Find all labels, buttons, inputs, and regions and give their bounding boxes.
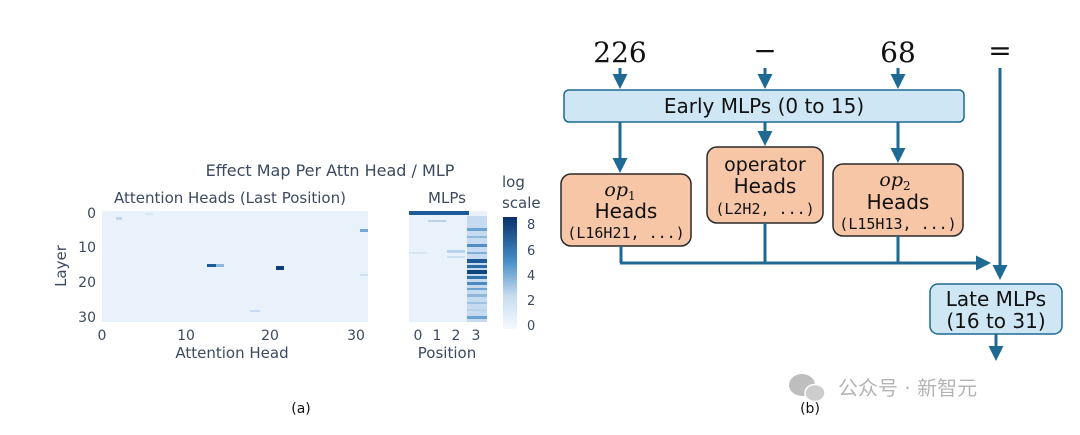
op2-heads-ids: (L15H13, ...) bbox=[839, 215, 956, 233]
heads-hotspot bbox=[360, 229, 368, 232]
heads-hotspot bbox=[276, 266, 284, 270]
colorbar-label-line2: scale bbox=[502, 194, 541, 212]
colorbar-tick: 8 bbox=[527, 218, 535, 233]
heads-hotspot bbox=[116, 217, 122, 220]
mlps-x-axis: 0 1 2 3 Position bbox=[414, 328, 481, 362]
x-tick: 0 bbox=[414, 328, 423, 344]
mlps-hotspot bbox=[467, 294, 487, 297]
mlps-hotspot bbox=[467, 288, 487, 290]
operator-heads-word: Heads bbox=[734, 174, 797, 198]
mlps-hotspot bbox=[467, 282, 487, 285]
x-tick: 1 bbox=[433, 328, 442, 344]
late-mlps-line2: (16 to 31) bbox=[946, 309, 1045, 333]
early-mlps-label: Early MLPs (0 to 15) bbox=[664, 94, 864, 118]
y-tick: 30 bbox=[78, 310, 96, 326]
op2-heads-word: Heads bbox=[867, 190, 930, 214]
colorbar-tick: 0 bbox=[527, 319, 535, 334]
heads-hotspot bbox=[216, 264, 224, 267]
mlps-hotspot bbox=[467, 244, 487, 247]
operator-word: operator bbox=[724, 154, 806, 176]
y-tick: 0 bbox=[87, 206, 96, 222]
y-tick: 10 bbox=[78, 240, 96, 256]
heads-hotspot bbox=[145, 213, 153, 215]
effect-map-title: Effect Map Per Attn Head / MLP bbox=[206, 161, 455, 180]
op1-heads-ids: (L16H21, ...) bbox=[567, 224, 684, 242]
x-tick: 0 bbox=[98, 328, 107, 344]
op2-sub: 2 bbox=[903, 179, 911, 193]
token-arrows bbox=[612, 68, 906, 89]
mlps-hotspot bbox=[447, 250, 465, 253]
panel-a: Effect Map Per Attn Head / MLP Attention… bbox=[52, 161, 541, 417]
mlps-hotspot bbox=[467, 236, 487, 238]
colorbar-tick: 4 bbox=[527, 269, 535, 284]
wechat-bubble-small bbox=[804, 383, 826, 403]
heads-subtitle: Attention Heads (Last Position) bbox=[114, 189, 346, 207]
x-tick: 20 bbox=[261, 328, 279, 344]
colorbar-label-line1: log bbox=[502, 173, 525, 191]
mlps-hotspot bbox=[467, 302, 487, 304]
heads-hotspot bbox=[250, 310, 260, 312]
colorbar-tick: 2 bbox=[527, 294, 535, 309]
mlps-x-axis-label: Position bbox=[418, 344, 476, 362]
token-equals: = bbox=[988, 34, 1011, 67]
mlps-hotspot bbox=[467, 316, 487, 319]
colorbar: log scale 8 6 4 2 0 bbox=[502, 173, 541, 334]
heads-heatmap bbox=[102, 211, 368, 322]
op1-sub: 1 bbox=[628, 189, 636, 203]
mlps-column-3-base bbox=[467, 216, 487, 322]
op1-label: op1 bbox=[604, 179, 635, 203]
early-to-heads-arrows bbox=[612, 122, 906, 173]
mlps-hotspot bbox=[467, 259, 487, 263]
heads-hotspot bbox=[360, 274, 368, 276]
op1-op: op bbox=[604, 179, 628, 201]
mlps-hotspot bbox=[467, 276, 487, 279]
x-tick: 30 bbox=[347, 328, 365, 344]
heads-hotspot bbox=[207, 264, 216, 267]
wechat-icon bbox=[789, 374, 826, 403]
op2-label: op2 bbox=[879, 169, 910, 193]
token-68: 68 bbox=[880, 36, 916, 69]
token-minus: − bbox=[753, 34, 776, 67]
op1-heads-box bbox=[560, 173, 692, 247]
mlps-hotspot bbox=[467, 270, 487, 274]
x-tick: 10 bbox=[177, 328, 195, 344]
caption-a: (a) bbox=[291, 401, 311, 417]
op1-heads-word: Heads bbox=[595, 199, 658, 223]
mlps-hotspot bbox=[467, 265, 487, 268]
x-tick: 2 bbox=[452, 328, 461, 344]
colorbar-gradient bbox=[503, 217, 517, 329]
watermark: 公众号 · 新智元 bbox=[789, 374, 977, 403]
watermark-text: 公众号 · 新智元 bbox=[838, 376, 977, 400]
x-tick: 3 bbox=[472, 328, 481, 344]
mlps-subtitle: MLPs bbox=[428, 189, 466, 207]
mlps-hotspot bbox=[467, 228, 487, 231]
panel-b: 226 − 68 = Early MLPs (0 to 15) op1 Head… bbox=[560, 34, 1063, 417]
mlps-hotspot bbox=[447, 256, 465, 258]
caption-b: (b) bbox=[800, 401, 820, 417]
mlps-hotspot bbox=[467, 309, 487, 311]
y-axis-label: Layer bbox=[52, 244, 70, 287]
op2-op: op bbox=[879, 169, 903, 191]
heads-x-axis-label: Attention Head bbox=[175, 344, 288, 362]
heads-to-late-lines bbox=[619, 223, 991, 271]
operator-heads-ids: (L2H2, ...) bbox=[715, 200, 814, 218]
mlps-hotspot bbox=[409, 211, 469, 215]
mlps-column-3 bbox=[467, 216, 487, 322]
token-226: 226 bbox=[593, 36, 646, 69]
mlps-hotspot bbox=[428, 220, 446, 222]
mlps-hotspot bbox=[467, 252, 487, 254]
layer-axis: 0 10 20 30 Layer bbox=[52, 206, 96, 326]
colorbar-tick: 6 bbox=[527, 244, 535, 259]
y-tick: 20 bbox=[78, 275, 96, 291]
late-mlps-line1: Late MLPs bbox=[946, 287, 1046, 311]
mlps-hotspot bbox=[409, 252, 427, 254]
heads-x-axis: 0 10 20 30 Attention Head bbox=[98, 328, 365, 362]
